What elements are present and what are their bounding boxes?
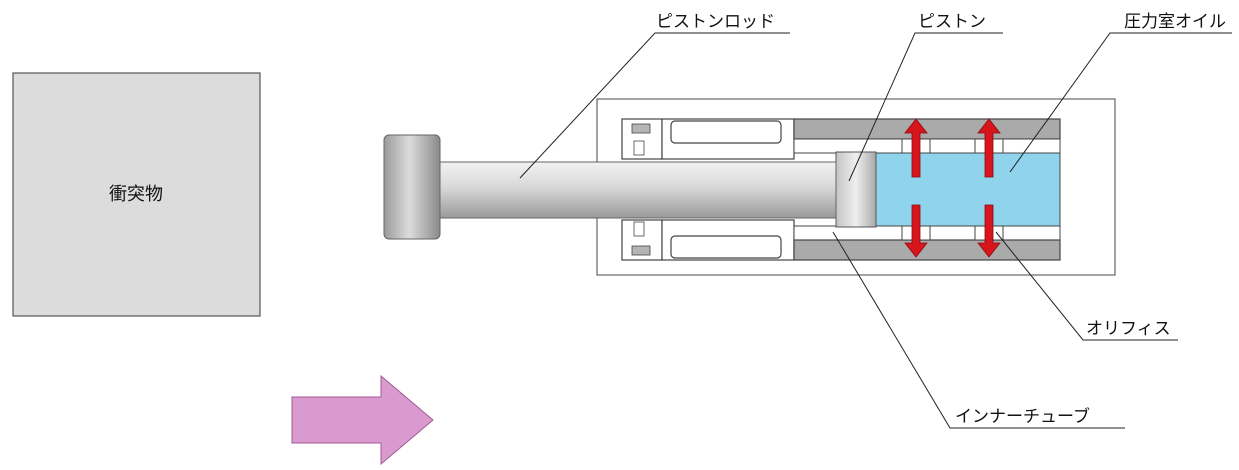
- pressure-arrows: [904, 118, 1001, 258]
- pressure-chamber-oil: [875, 152, 1061, 227]
- label-orifice: オリフィス: [1086, 319, 1171, 339]
- piston: [835, 151, 877, 228]
- piston-rod: [435, 161, 837, 219]
- impact-object: 衝突物: [12, 72, 261, 317]
- leader-lines: [519, 32, 1232, 429]
- label-inner-tube: インナーチューブ: [955, 406, 1090, 427]
- pressure-arrow-upper-1: [904, 118, 928, 178]
- impact-object-label: 衝突物: [109, 184, 163, 205]
- rod-end-cap: [383, 134, 441, 240]
- leader-orifice: [995, 231, 1178, 341]
- pressure-arrow-lower-2: [977, 204, 1001, 258]
- label-piston-rod: ピストンロッド: [656, 12, 775, 32]
- lower-seal-assembly: [621, 219, 795, 261]
- leader-inner-tube: [832, 231, 1125, 429]
- label-pressure-chamber-oil: 圧力室オイル: [1124, 12, 1226, 32]
- upper-seal-assembly: [621, 118, 795, 160]
- label-piston: ピストン: [918, 12, 986, 32]
- leader-piston: [848, 32, 1003, 182]
- motion-arrow: [291, 374, 434, 466]
- pressure-arrow-upper-2: [977, 118, 1001, 178]
- leader-pressure-chamber-oil: [1009, 32, 1232, 173]
- pressure-arrow-lower-1: [904, 204, 928, 258]
- leader-piston-rod: [519, 32, 790, 179]
